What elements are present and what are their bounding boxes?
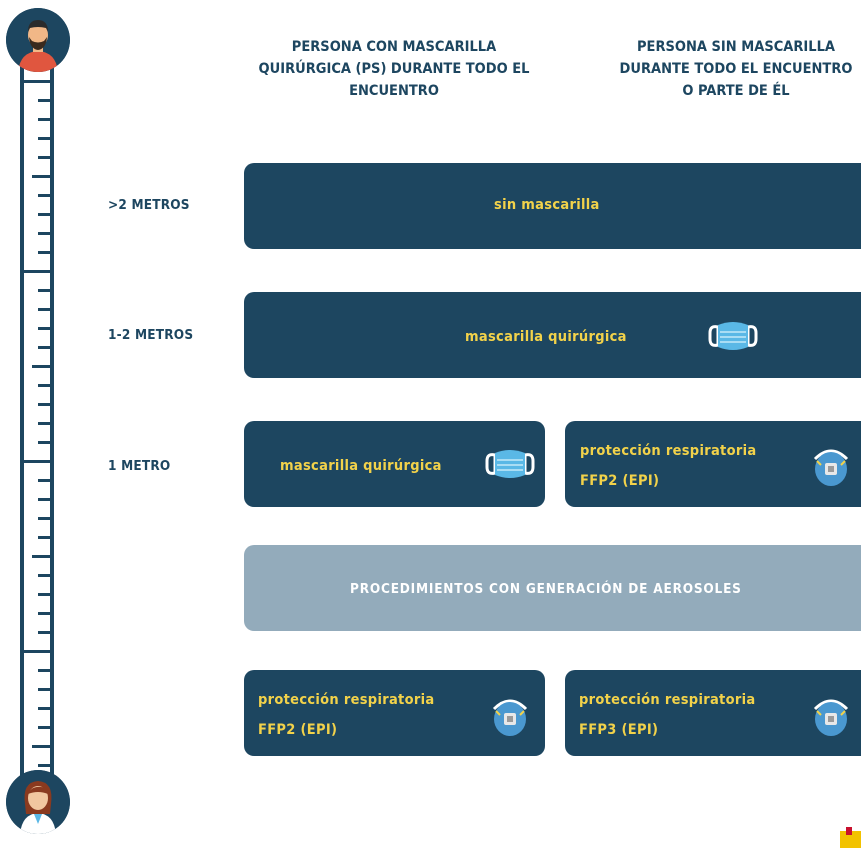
ruler-tick [38,669,50,672]
box-label: protección respiratoria [258,692,435,708]
ruler-tick [38,213,50,216]
header-line: ENCUENTRO [349,83,439,99]
ruler-tick [38,726,50,729]
distance-label-1m: 1 METRO [108,458,171,474]
man-avatar-icon [6,8,70,72]
respirator-icon [813,449,849,486]
ruler-tick [24,460,50,463]
distance-label-1-2m: 1-2 METROS [108,327,194,343]
ruler-tick [24,270,50,273]
box-label: FFP3 (EPI) [579,722,659,738]
box-no-mask: sin mascarilla [244,163,861,249]
box-label: mascarilla quirúrgica [465,329,627,345]
ruler-tick [38,498,50,501]
header-line: QUIRÚRGICA (PS) DURANTE TODO EL [258,61,530,77]
box-label: mascarilla quirúrgica [280,458,442,474]
respirator-icon [492,699,528,736]
ruler-tick [38,764,50,767]
box-ffp2-aerosol: protección respiratoria FFP2 (EPI) [244,670,545,756]
header-line: DURANTE TODO EL ENCUENTRO [619,61,853,77]
ruler-tick [38,612,50,615]
ruler-tick [38,574,50,577]
ruler-tick [38,384,50,387]
header-line: O PARTE DE ÉL [682,83,790,99]
ruler-tick [38,251,50,254]
distance-label-over-2m: >2 METROS [108,197,190,213]
ruler-tick [38,194,50,197]
header-without-mask: PERSONA SIN MASCARILLA DURANTE TODO EL E… [596,36,861,102]
ruler-tick [24,80,50,83]
box-label: protección respiratoria [579,692,756,708]
ruler-tick [38,156,50,159]
ruler-tick [38,688,50,691]
ruler-tick [38,707,50,710]
box-ffp2-1m: protección respiratoria FFP2 (EPI) [565,421,861,507]
ruler-tick [38,137,50,140]
aerosol-procedures-banner: PROCEDIMIENTOS CON GENERACIÓN DE AEROSOL… [244,545,861,631]
ruler-tick [38,308,50,311]
ruler-tick [38,289,50,292]
ruler-tick [38,118,50,121]
header-with-mask: PERSONA CON MASCARILLA QUIRÚRGICA (PS) D… [244,36,544,102]
ruler-tick [38,422,50,425]
box-label: FFP2 (EPI) [258,722,338,738]
ruler-tick [24,650,50,653]
respirator-icon [813,699,849,736]
ruler-tick [38,593,50,596]
box-label: sin mascarilla [494,197,600,213]
banner-label: PROCEDIMIENTOS CON GENERACIÓN DE AEROSOL… [350,581,742,597]
ruler-tick [38,536,50,539]
woman-doctor-avatar-icon [6,770,70,834]
box-surgical-mask: mascarilla quirúrgica [244,292,861,378]
ruler-tick [38,232,50,235]
header-line: PERSONA CON MASCARILLA [291,39,497,55]
surgical-mask-icon [708,322,758,350]
ruler-tick [32,555,50,558]
ruler-tick [38,517,50,520]
ruler-tick [38,441,50,444]
ruler-tick [38,99,50,102]
ruler-tick [38,631,50,634]
ruler-tick [32,745,50,748]
box-label: FFP2 (EPI) [580,473,660,489]
box-label: protección respiratoria [580,443,757,459]
box-ffp3-aerosol: protección respiratoria FFP3 (EPI) [565,670,861,756]
ruler-tick [38,346,50,349]
logo-icon [840,827,861,848]
ruler-tick [32,365,50,368]
box-surgical-mask-1m: mascarilla quirúrgica [244,421,545,507]
surgical-mask-icon [485,450,535,478]
ruler-tick [38,403,50,406]
ruler-tick [38,479,50,482]
ruler-tick [38,327,50,330]
distance-ruler [20,40,54,780]
header-line: PERSONA SIN MASCARILLA [636,39,835,55]
ruler-tick [32,175,50,178]
